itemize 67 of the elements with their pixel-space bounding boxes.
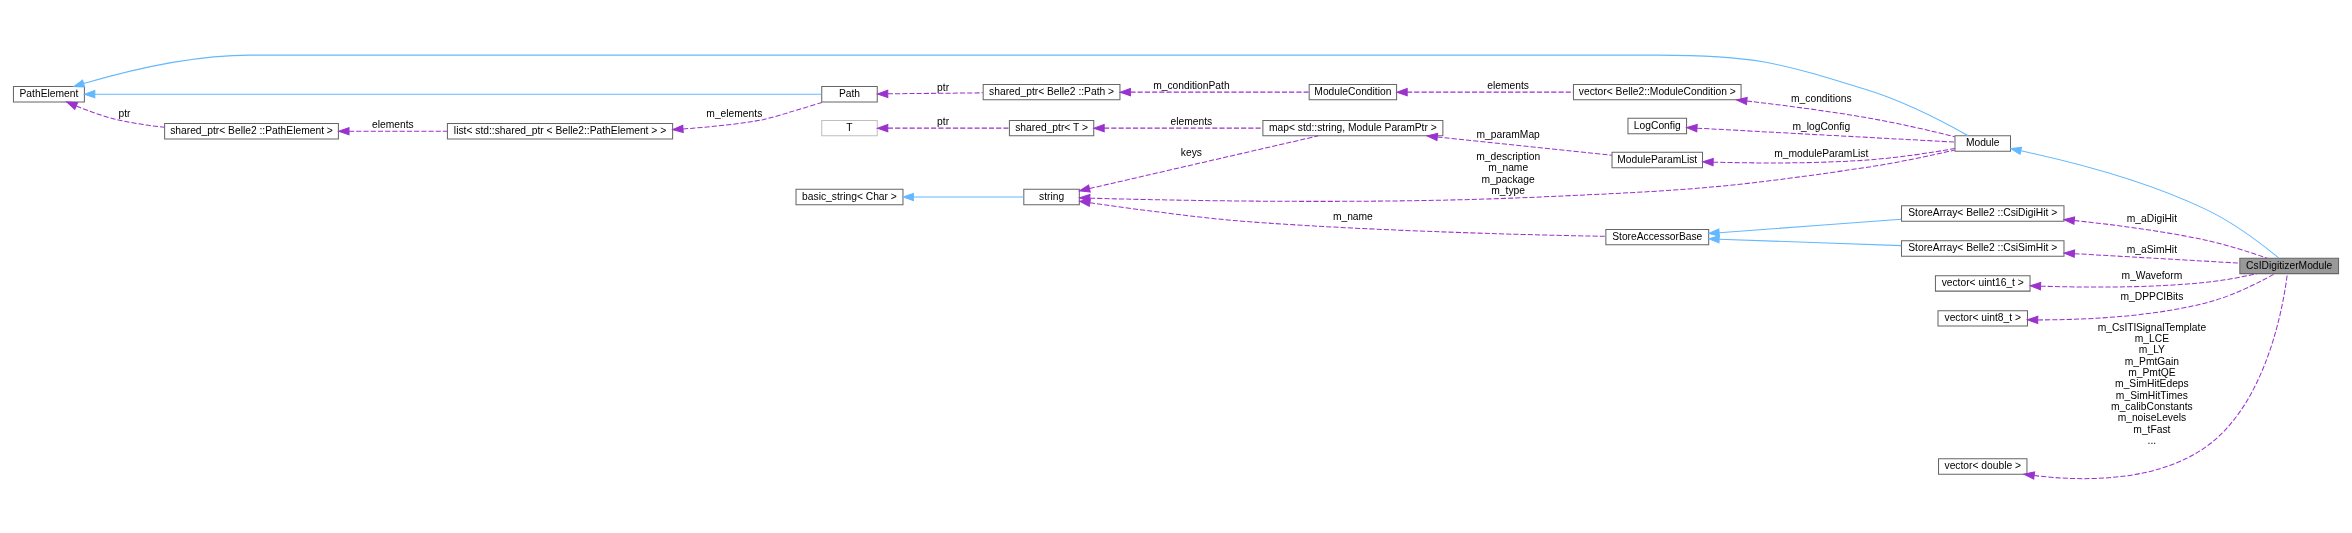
edge-label: ptr — [118, 107, 131, 119]
arrow — [2062, 248, 2241, 264]
arrow — [1092, 123, 1264, 132]
arrow — [671, 101, 824, 133]
edge-label: m_elements — [706, 107, 763, 119]
node-box: string — [1023, 188, 1080, 205]
node-box: vector< uint16_t > — [1934, 274, 2031, 292]
node-box: Module — [1954, 134, 2012, 152]
node-box: T — [821, 119, 878, 136]
edge-label: m_CsITlSignalTemplate m_LCE m_LY m_PmtGain m_PmtQE m_SimHitEdeps m_SimHitTimes m_calibConstants m_noiseLevels m_tFast ... — [2097, 321, 2207, 446]
arrow — [2025, 272, 2276, 324]
edge-label: ptr — [937, 81, 950, 93]
edge-label: ptr — [937, 115, 950, 127]
edge-label: m_moduleParamList — [1774, 147, 1869, 159]
arrow — [2009, 146, 2280, 258]
node-box: vector< uint8_t > — [1937, 309, 2028, 327]
edge-label: keys — [1180, 146, 1202, 158]
node-box: map< std::string, Module ParamPtr > — [1262, 119, 1444, 136]
arrow — [2022, 272, 2288, 480]
arrow — [1685, 123, 1956, 143]
arrow — [1701, 147, 1956, 166]
arrow — [1077, 134, 1319, 193]
arrow — [2028, 272, 2258, 290]
edge-label: m_paramMap — [1476, 128, 1540, 140]
edge-label: elements — [1170, 115, 1213, 127]
edge-label: m_aSimHit — [2126, 243, 2178, 255]
arrow — [1735, 96, 1956, 137]
node-box: PathElement — [12, 85, 85, 102]
arrow — [1078, 197, 1607, 237]
node-box: shared_ptr< T > — [1008, 119, 1095, 136]
edge-label: m_conditionPath — [1153, 79, 1230, 91]
node-box: LogConfig — [1627, 117, 1688, 134]
edge-label: m_Waveform — [2121, 269, 2183, 281]
arrow — [1707, 234, 1902, 246]
node-box: StoreArray< Belle2 ::CsiSimHit > — [1901, 239, 2065, 257]
arrow — [901, 192, 1025, 201]
node-box: ModuleParamList — [1611, 151, 1704, 168]
edge-label: m_name — [1332, 210, 1373, 222]
arrow — [337, 126, 448, 136]
edge-label: m_aDigiHit — [2126, 212, 2178, 224]
edge-label: elements — [1487, 79, 1529, 91]
node-box: StoreAccessorBase — [1605, 228, 1710, 245]
arrow — [1395, 87, 1574, 96]
arrow — [82, 89, 823, 98]
edge-label: m_DPPCIBits — [2120, 290, 2184, 302]
arrow — [875, 123, 1010, 132]
node-box: CsIDigitizerModule — [2239, 257, 2340, 274]
arrow — [1425, 132, 1613, 156]
node-box: Path — [821, 85, 878, 102]
node-box: basic_string< Char > — [795, 188, 904, 205]
node-box: StoreArray< Belle2 ::CsiDigiHit > — [1901, 204, 2065, 222]
node-box: vector< Belle2::ModuleCondition > — [1572, 83, 1742, 100]
arrow — [72, 54, 1969, 136]
node-box: vector< double > — [1938, 457, 2028, 475]
edge-label: elements — [372, 118, 414, 130]
arrow — [1118, 87, 1310, 96]
arrow — [875, 88, 984, 98]
arrow — [2062, 215, 2268, 259]
node-box: shared_ptr< Belle2 ::PathElement > — [164, 122, 339, 139]
arrow — [65, 100, 165, 128]
edge-label: m_conditions — [1791, 92, 1852, 104]
node-box: shared_ptr< Belle2 ::Path > — [982, 83, 1121, 100]
edge-label: m_description m_name m_package m_type — [1476, 150, 1541, 196]
edge-label: m_logConfig — [1792, 120, 1851, 132]
node-box: list< std::shared_ptr < Belle2::PathElement > > — [446, 122, 674, 139]
arrow — [1707, 218, 1902, 237]
node-box: ModuleCondition — [1308, 83, 1398, 100]
